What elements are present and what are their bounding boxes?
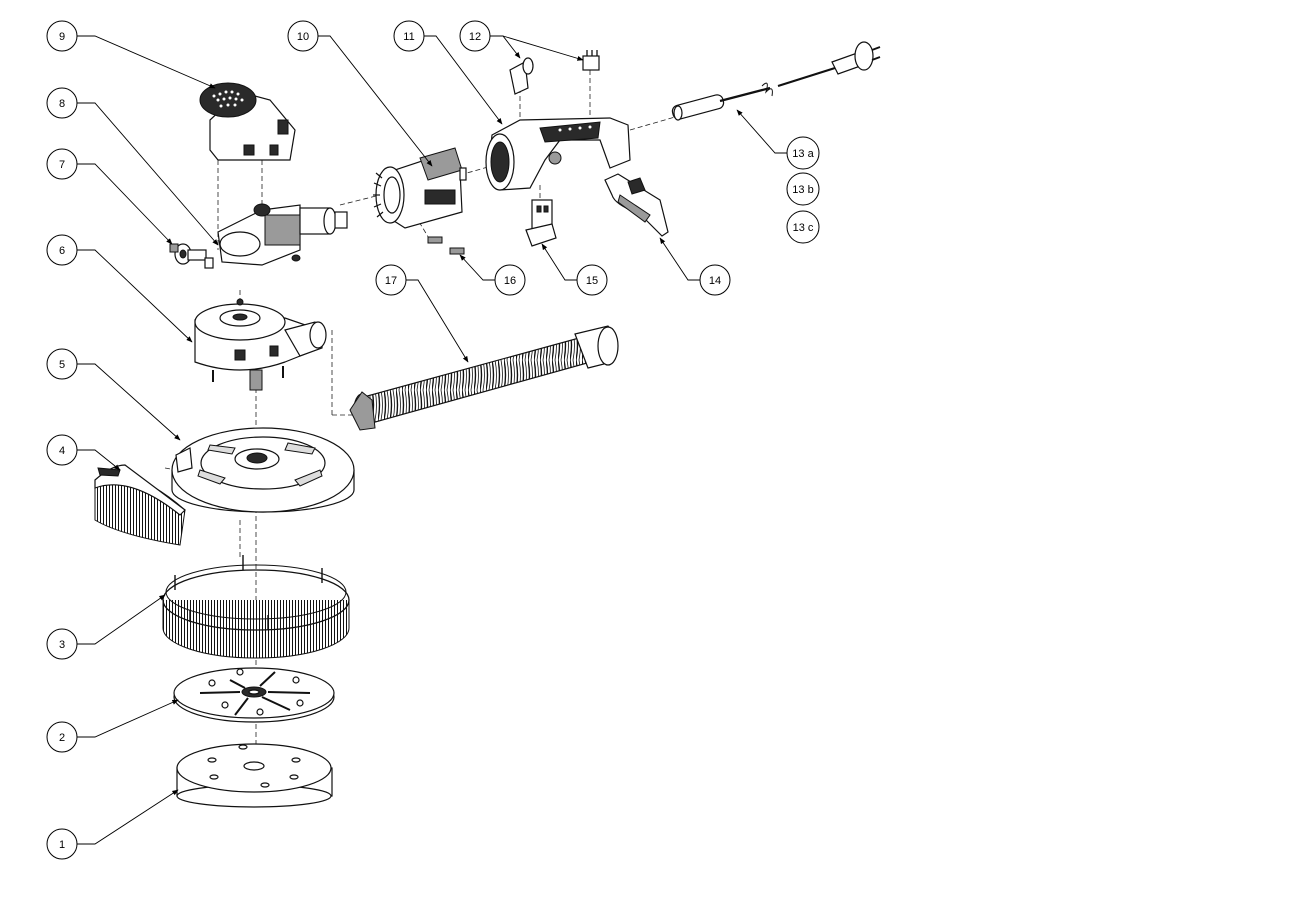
svg-text:16: 16 [504,275,516,287]
callout-markers: 1 2 3 4 5 6 7 8 [46,20,820,860]
part-4-brush-segment [94,464,186,546]
callout-13c: 13 c [786,210,820,244]
part-12-switch-connector [509,50,600,95]
svg-text:6: 6 [59,245,65,257]
callout-17: 17 [375,264,407,296]
svg-text:7: 7 [59,159,65,171]
svg-text:4: 4 [59,445,65,457]
part-3-brush-ring [162,555,350,659]
callout-7: 7 [46,148,78,180]
callout-leaders [77,35,787,845]
svg-text:13 c: 13 c [793,222,814,234]
callout-16: 16 [494,264,526,296]
part-10-motor-stator [373,147,467,255]
svg-text:11: 11 [403,31,414,43]
part-6-gear-housing [194,298,327,391]
svg-text:8: 8 [59,98,65,110]
svg-text:10: 10 [297,31,309,43]
callout-1: 1 [46,828,78,860]
callout-15: 15 [576,264,608,296]
part-9-top-cover [199,82,296,161]
part-7-spindle-lock [169,243,214,269]
callout-6: 6 [46,234,78,266]
callout-13b: 13 b [786,172,820,206]
svg-text:5: 5 [59,359,65,371]
svg-text:13 b: 13 b [792,184,813,196]
callout-8: 8 [46,87,78,119]
svg-text:12: 12 [469,31,481,43]
svg-text:17: 17 [385,275,397,287]
svg-text:15: 15 [586,275,598,287]
callout-9: 9 [46,20,78,52]
callout-13a: 13 a [786,136,820,170]
callout-4: 4 [46,434,78,466]
part-1-sanding-pad [176,743,333,808]
svg-text:14: 14 [709,275,721,287]
callout-14: 14 [699,264,731,296]
part-13-power-cord [671,41,881,121]
part-5-dust-shroud [171,427,355,513]
callout-3: 3 [46,628,78,660]
callout-11: 11 [393,20,425,52]
part-11-handle-housing [485,117,631,191]
svg-text:2: 2 [59,732,65,744]
part-8-armature [217,203,348,266]
part-17-vacuum-hose [349,325,619,431]
svg-text:13 a: 13 a [792,148,814,160]
svg-text:3: 3 [59,639,65,651]
svg-text:9: 9 [59,31,65,43]
svg-text:1: 1 [59,839,65,851]
part-15-switch-trigger [525,199,557,247]
part-2-backing-plate [173,667,335,723]
callout-5: 5 [46,348,78,380]
callout-12: 12 [459,20,491,52]
part-14-handle-cover [604,173,669,237]
callout-2: 2 [46,721,78,753]
callout-10: 10 [287,20,319,52]
